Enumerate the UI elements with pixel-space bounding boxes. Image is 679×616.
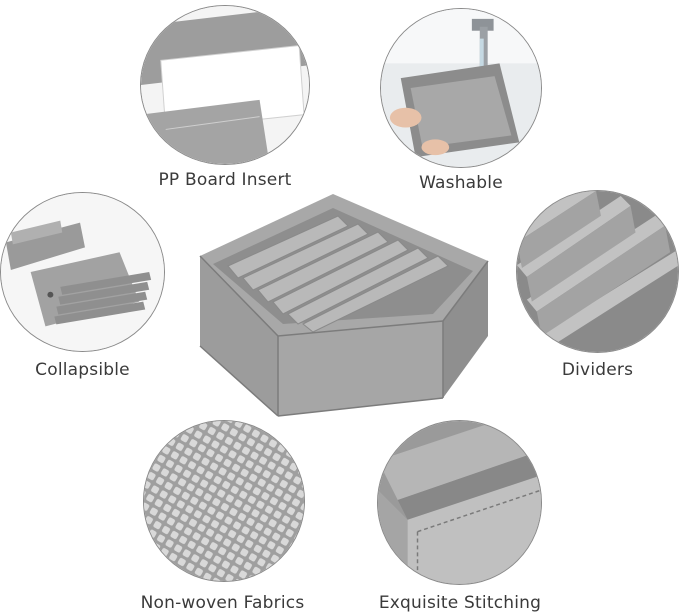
pp-board-label: PP Board Insert	[158, 170, 292, 190]
pp-board-image	[140, 5, 310, 165]
organizer-box-image	[188, 186, 498, 426]
collapsible-label: Collapsible	[35, 360, 130, 380]
folded-panels-image	[0, 192, 165, 352]
stitching-closeup-image	[377, 420, 542, 585]
dividers-closeup-image	[516, 190, 679, 353]
washing-image	[380, 8, 542, 168]
dividers-label: Dividers	[561, 360, 634, 380]
stitching-label: Exquisite Stitching	[378, 593, 542, 613]
fabrics-label: Non-woven Fabrics	[140, 593, 305, 613]
washable-label: Washable	[419, 173, 503, 193]
fabric-texture-image	[143, 420, 305, 582]
